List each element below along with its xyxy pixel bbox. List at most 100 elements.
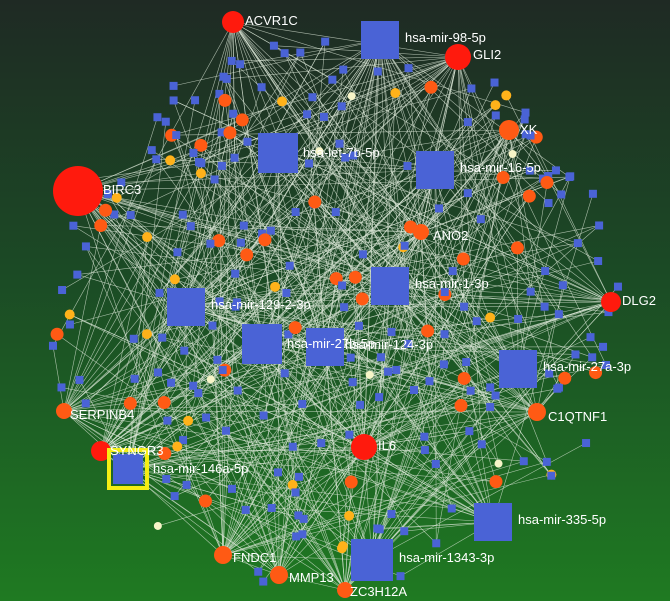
gene-node[interactable]: [494, 459, 503, 468]
mirna-node[interactable]: [317, 439, 326, 448]
gene-hub-il6[interactable]: [351, 434, 377, 460]
mirna-node[interactable]: [465, 427, 474, 436]
gene-hub-birc3[interactable]: [53, 166, 103, 216]
mirna-node[interactable]: [152, 155, 161, 164]
mirna-node[interactable]: [57, 383, 66, 392]
mirna-hub-hsa-mir-124-3p[interactable]: [306, 328, 344, 366]
gene-node[interactable]: [485, 312, 496, 323]
mirna-node[interactable]: [425, 377, 434, 386]
gene-node[interactable]: [50, 327, 64, 341]
gene-node[interactable]: [123, 396, 137, 410]
mirna-node[interactable]: [348, 378, 357, 387]
mirna-node[interactable]: [434, 204, 443, 213]
mirna-node[interactable]: [202, 413, 211, 422]
gene-node[interactable]: [589, 366, 603, 380]
mirna-node[interactable]: [400, 527, 409, 536]
mirna-node[interactable]: [448, 267, 457, 276]
mirna-node[interactable]: [376, 353, 385, 362]
mirna-node[interactable]: [400, 241, 409, 250]
mirna-node[interactable]: [182, 480, 191, 489]
mirna-node[interactable]: [206, 239, 215, 248]
mirna-node[interactable]: [541, 267, 550, 276]
mirna-node[interactable]: [48, 341, 57, 350]
mirna-node[interactable]: [613, 282, 622, 291]
mirna-node[interactable]: [217, 128, 226, 137]
mirna-hub-hsa-mir-146a-5p[interactable]: [113, 454, 143, 484]
gene-node[interactable]: [336, 543, 347, 554]
gene-node[interactable]: [348, 270, 362, 284]
mirna-node[interactable]: [210, 175, 219, 184]
mirna-hub-hsa-mir-335-5p[interactable]: [474, 503, 512, 541]
mirna-node[interactable]: [521, 130, 530, 139]
gene-node[interactable]: [421, 324, 435, 338]
gene-node[interactable]: [540, 175, 554, 189]
mirna-node[interactable]: [463, 118, 472, 127]
mirna-node[interactable]: [547, 471, 556, 480]
mirna-node[interactable]: [490, 78, 499, 87]
mirna-node[interactable]: [155, 288, 164, 297]
mirna-node[interactable]: [161, 117, 170, 126]
mirna-node[interactable]: [158, 333, 167, 342]
mirna-node[interactable]: [208, 321, 217, 330]
mirna-node[interactable]: [154, 368, 163, 377]
mirna-node[interactable]: [404, 339, 413, 348]
mirna-node[interactable]: [303, 110, 312, 119]
gene-node[interactable]: [157, 396, 171, 410]
mirna-node[interactable]: [588, 353, 597, 362]
mirna-node[interactable]: [602, 361, 611, 370]
gene-node[interactable]: [288, 321, 302, 335]
mirna-node[interactable]: [520, 115, 529, 124]
mirna-node[interactable]: [595, 221, 604, 230]
mirna-node[interactable]: [129, 334, 138, 343]
mirna-node[interactable]: [477, 440, 486, 449]
mirna-node[interactable]: [191, 96, 200, 105]
mirna-node[interactable]: [540, 302, 549, 311]
gene-hub-mmp13[interactable]: [270, 566, 288, 584]
mirna-node[interactable]: [356, 400, 365, 409]
gene-node[interactable]: [508, 149, 517, 158]
mirna-node[interactable]: [337, 102, 346, 111]
gene-node[interactable]: [218, 93, 232, 107]
mirna-node[interactable]: [167, 378, 176, 387]
mirna-node[interactable]: [573, 239, 582, 248]
gene-node[interactable]: [183, 415, 194, 426]
gene-node[interactable]: [347, 92, 356, 101]
mirna-node[interactable]: [219, 72, 228, 81]
gene-node[interactable]: [308, 195, 322, 209]
mirna-node[interactable]: [373, 67, 382, 76]
gene-node[interactable]: [287, 479, 298, 490]
gene-node[interactable]: [206, 375, 215, 384]
mirna-node[interactable]: [179, 436, 188, 445]
gene-hub-fndc1[interactable]: [214, 546, 232, 564]
gene-node[interactable]: [158, 447, 172, 461]
mirna-node[interactable]: [58, 286, 67, 295]
gene-node[interactable]: [141, 329, 152, 340]
mirna-node[interactable]: [358, 250, 367, 259]
mirna-node[interactable]: [104, 190, 113, 199]
mirna-node[interactable]: [431, 459, 440, 468]
gene-node[interactable]: [344, 510, 355, 521]
mirna-node[interactable]: [349, 151, 358, 160]
gene-hub-acvr1c[interactable]: [222, 11, 244, 33]
gene-node[interactable]: [558, 371, 572, 385]
mirna-node[interactable]: [526, 131, 535, 140]
mirna-node[interactable]: [491, 111, 500, 120]
mirna-node[interactable]: [392, 365, 401, 374]
gene-hub-syngr3[interactable]: [91, 441, 111, 461]
mirna-node[interactable]: [222, 426, 231, 435]
gene-node[interactable]: [165, 155, 176, 166]
gene-node[interactable]: [355, 292, 369, 306]
mirna-node[interactable]: [126, 211, 135, 220]
mirna-node[interactable]: [274, 468, 283, 477]
mirna-node[interactable]: [486, 402, 495, 411]
mirna-node[interactable]: [354, 321, 363, 330]
mirna-node[interactable]: [280, 49, 289, 58]
mirna-hub-hsa-mir-16-5p[interactable]: [416, 151, 454, 189]
mirna-hub-hsa-let-7b-5p[interactable]: [258, 133, 298, 173]
mirna-node[interactable]: [404, 64, 413, 73]
mirna-node[interactable]: [218, 366, 227, 375]
mirna-node[interactable]: [566, 172, 575, 181]
mirna-node[interactable]: [180, 346, 189, 355]
gene-node[interactable]: [223, 126, 237, 140]
